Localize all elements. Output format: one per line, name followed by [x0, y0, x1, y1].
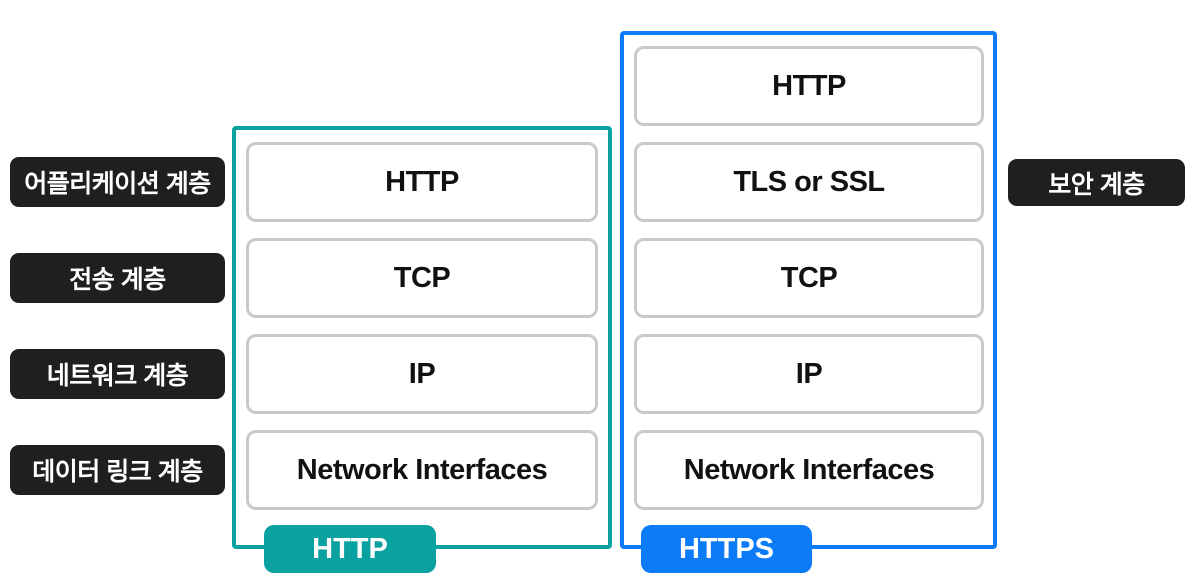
https-stack-layer-network-interfaces: Network Interfaces	[634, 430, 984, 510]
http-stack-layer-network-interfaces: Network Interfaces	[246, 430, 598, 510]
http-stack-layer-http: HTTP	[246, 142, 598, 222]
https-stack-layer-ip: IP	[634, 334, 984, 414]
https-stack-layer-tls-or-ssl: TLS or SSL	[634, 142, 984, 222]
layer-label-security: 보안 계층	[1008, 159, 1185, 206]
http-stack-layer-tcp: TCP	[246, 238, 598, 318]
https-tab-badge: HTTPS	[641, 525, 812, 573]
https-stack-layer-http: HTTP	[634, 46, 984, 126]
https-stack-layer-tcp: TCP	[634, 238, 984, 318]
layer-label-network: 네트워크 계층	[10, 349, 225, 399]
layer-label-transport: 전송 계층	[10, 253, 225, 303]
layer-label-datalink: 데이터 링크 계층	[10, 445, 225, 495]
http-tab-badge: HTTP	[264, 525, 436, 573]
layer-label-application: 어플리케이션 계층	[10, 157, 225, 207]
http-stack-layer-ip: IP	[246, 334, 598, 414]
